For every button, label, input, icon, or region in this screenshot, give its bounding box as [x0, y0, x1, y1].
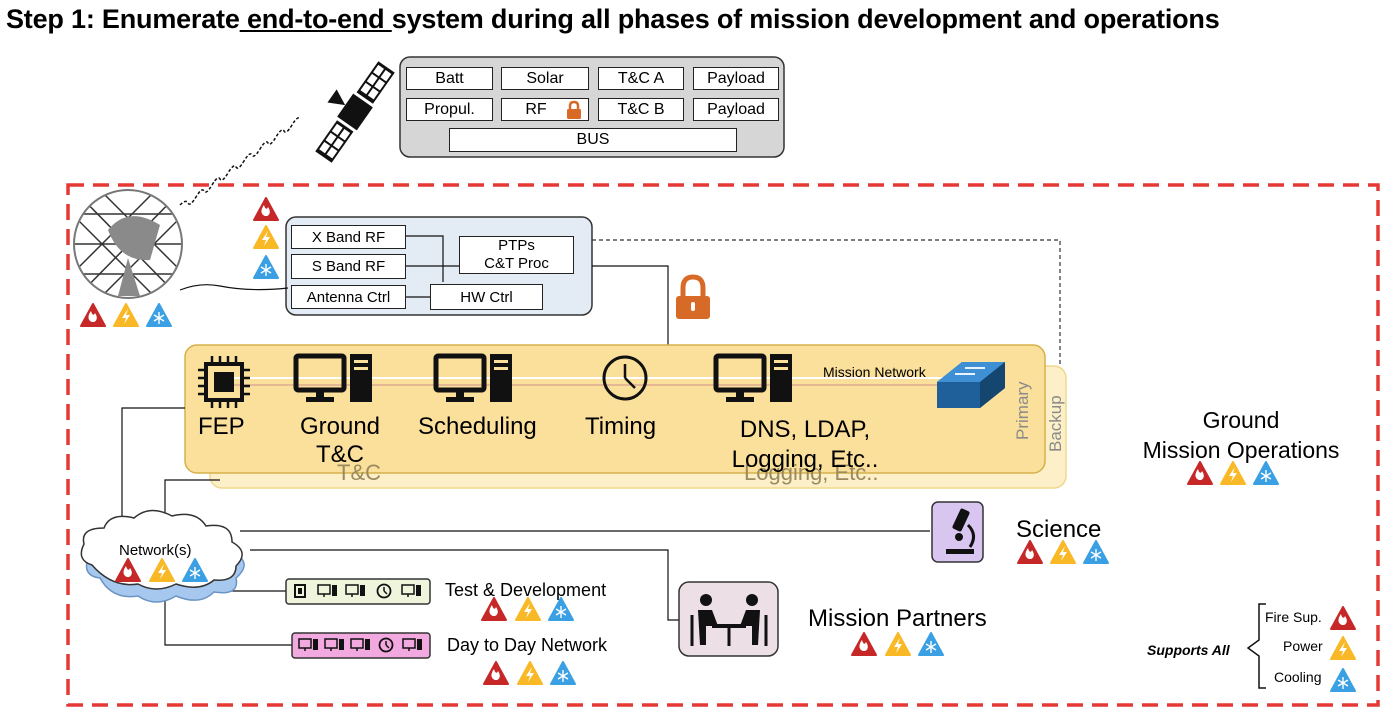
fep-label: FEP — [198, 413, 245, 440]
page-title: Step 1: Enumerate end-to-end system duri… — [6, 4, 1220, 35]
subsystem-batt: Batt — [406, 67, 493, 90]
test-dev-icons — [294, 583, 422, 599]
ops-hazard-icons — [1187, 461, 1279, 485]
title-suffix: system during all phases of mission deve… — [391, 4, 1220, 34]
legend-fire-label: Fire Sup. — [1265, 609, 1322, 625]
subsystem-solar: Solar — [501, 67, 589, 90]
ground-ops-line1: Ground — [1202, 407, 1280, 433]
antenna-ctrl-box: Antenna Ctrl — [291, 285, 406, 309]
subsystem-payload-1: Payload — [693, 67, 779, 90]
dns-ldap-label: DNS, LDAP, Logging, Etc.. — [731, 416, 879, 473]
antenna-hazard-icons — [80, 303, 172, 327]
ground-antenna-icon — [73, 189, 183, 299]
supports-all-label: Supports All — [1147, 642, 1230, 658]
downlink-signal — [179, 117, 301, 206]
timing-label: Timing — [585, 413, 657, 440]
test-dev-label: Test & Development — [445, 580, 607, 600]
ground-ops-label: Ground Mission Operations — [1130, 405, 1352, 465]
backup-logging-label: Logging, Etc.. — [744, 460, 879, 485]
s-band-rf-box: S Band RF — [291, 254, 406, 279]
day-to-day-label: Day to Day Network — [447, 635, 608, 655]
subsystem-tc-a: T&C A — [598, 67, 684, 90]
partners-hazard-icons — [851, 632, 944, 656]
legend-hazard-icons — [1330, 606, 1356, 692]
day-to-day-hazard-icons — [483, 661, 576, 685]
scheduling-label: Scheduling — [418, 413, 537, 440]
ground-ops-line2: Mission Operations — [1142, 437, 1340, 463]
day-to-day-icons — [298, 637, 423, 653]
subsystem-payload-2: Payload — [693, 98, 779, 121]
primary-label: Primary — [1013, 381, 1032, 440]
backup-label: Backup — [1046, 395, 1065, 452]
legend-bracket — [1246, 603, 1266, 689]
day-to-day-bar — [291, 632, 431, 659]
hw-ctrl-box: HW Ctrl — [430, 284, 543, 310]
science-label: Science — [1016, 516, 1102, 543]
subsystem-rf: RF — [501, 98, 589, 121]
lock-icon — [676, 274, 710, 319]
ptps-label: PTPs — [498, 237, 535, 254]
science-hazard-icons — [1017, 540, 1109, 564]
mission-network-label: Mission Network — [823, 364, 926, 380]
satellite-icon — [315, 61, 395, 163]
network-switch-icon — [937, 362, 1005, 408]
subsystem-rf-label: RF — [525, 100, 547, 118]
title-prefix: Step 1: Enumerate — [6, 4, 240, 34]
legend-cooling-label: Cooling — [1274, 669, 1322, 685]
microscope-icon — [946, 508, 975, 554]
station-hazard-icons — [253, 197, 279, 279]
x-band-rf-box: X Band RF — [291, 225, 406, 249]
partners-label: Mission Partners — [808, 605, 987, 632]
ptps-proc-box: PTPs C&T Proc — [459, 236, 574, 274]
network-hazard-icons — [115, 558, 208, 582]
fep-chip-icon — [198, 356, 250, 408]
mission-boundary — [66, 183, 1380, 707]
lock-icon — [567, 100, 581, 119]
legend-power-label: Power — [1283, 638, 1323, 654]
backup-tc-label: T&C — [337, 460, 381, 485]
spacecraft-bus: BUS — [449, 128, 737, 152]
meeting-icon — [690, 594, 768, 646]
subsystem-tc-b: T&C B — [598, 98, 684, 121]
ct-proc-label: C&T Proc — [484, 255, 549, 272]
title-underlined: end-to-end — [239, 4, 392, 34]
timing-clock-icon — [602, 355, 648, 401]
networks-label: Network(s) — [119, 542, 192, 559]
subsystem-propulsion: Propul. — [406, 98, 493, 121]
test-dev-hazard-icons — [481, 597, 574, 621]
ground-tc-label: Ground T&C — [299, 413, 381, 468]
